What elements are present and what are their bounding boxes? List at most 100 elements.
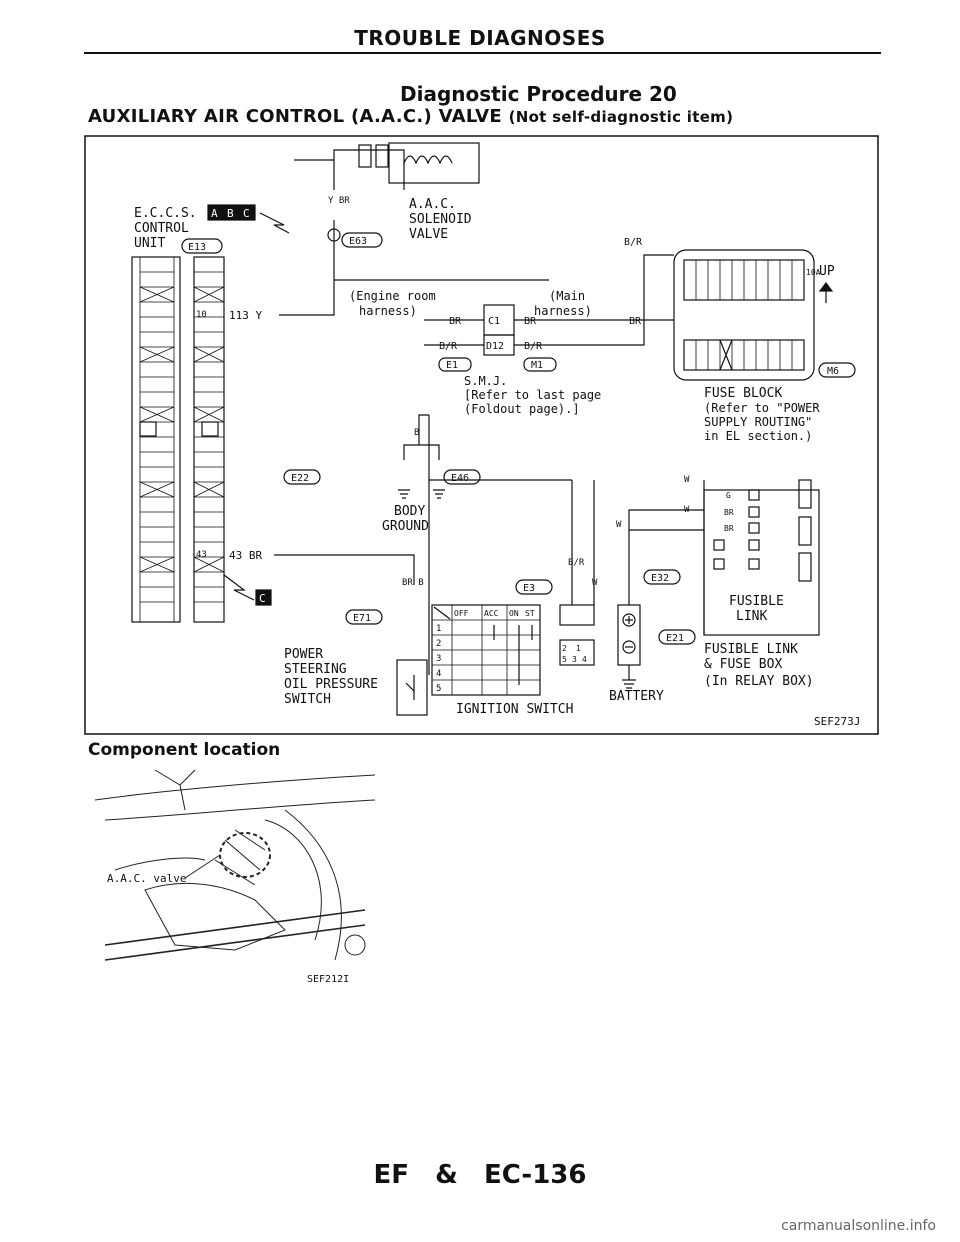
fuse-10a: 10A: [806, 268, 821, 277]
fuse-block-outline: [673, 249, 815, 381]
e1-label: E1: [446, 360, 458, 371]
fusible-slot-5: [748, 539, 760, 551]
eccs-strip-grid: [139, 257, 225, 622]
ign-h-off: OFF: [454, 609, 469, 618]
ignition-connector: [559, 604, 595, 626]
e3-oval: [515, 579, 553, 595]
fusible-br-2: BR: [724, 524, 734, 533]
fusible-5: (In RELAY BOX): [704, 674, 814, 689]
footer-part-1: EF: [373, 1160, 410, 1190]
fusible-slot-7: [748, 558, 760, 570]
ignition-pinbox: [559, 639, 595, 666]
fuse-wire-br-r: B/R: [624, 237, 643, 248]
m1-label: M1: [531, 360, 543, 371]
wire-br-1: BR: [449, 316, 462, 327]
sketch-intake-pipe: [264, 809, 342, 961]
ground-wire: [403, 414, 440, 675]
c1-label: C1: [488, 316, 500, 327]
eccs-connector-oval: [181, 238, 223, 254]
smj-1: S.M.J.: [464, 374, 507, 388]
component-location-title: Component location: [88, 740, 281, 760]
subtitle-main: AUXILIARY AIR CONTROL (A.A.C.) VALVE: [88, 106, 502, 127]
wire-43: [274, 554, 415, 585]
diagram-code: SEF273J: [814, 715, 860, 728]
fusible-g: G: [726, 491, 731, 500]
wire-113: [279, 220, 549, 316]
wire-br-r-1: B/R: [439, 341, 458, 352]
ps-wire-label: BR B: [402, 578, 424, 588]
battery-plus-icon: [622, 613, 636, 627]
sketch-bracket: [154, 769, 196, 811]
battery-wires: [628, 509, 704, 605]
up-arrow-icon: [818, 282, 834, 303]
sketch-cowl-line: [104, 799, 376, 821]
ground-2: GROUND: [382, 519, 429, 534]
aac-connector-oval: [341, 232, 383, 248]
valve-label: A.A.C. valve: [107, 872, 186, 885]
fuse-block-3: SUPPLY ROUTING": [704, 415, 812, 429]
fuse-block-2: (Refer to "POWER: [704, 401, 820, 415]
m6-label: M6: [827, 366, 839, 377]
aac-wire: [294, 149, 405, 190]
diagram-frame: [84, 135, 879, 735]
fusible-wire-w2: W: [684, 505, 690, 515]
ign-pin-b: 1: [576, 644, 581, 653]
fusible-tall-3: [798, 552, 812, 582]
footer-part-2: EC-136: [483, 1160, 587, 1190]
e21-label: E21: [666, 633, 684, 644]
e22-oval: [283, 469, 321, 485]
ground-1: BODY: [394, 504, 425, 519]
page-footer: EF & EC-136: [0, 1160, 960, 1190]
sketch-hood-line: [94, 774, 376, 801]
e1-oval: [438, 357, 472, 372]
aac-coil-box: [388, 142, 480, 184]
ground-wire-b: B: [414, 428, 419, 438]
fuse-slots-top: [695, 260, 793, 300]
wire-br-r-2: B/R: [524, 341, 543, 352]
ps-4: SWITCH: [284, 692, 331, 707]
e22-label: E22: [291, 473, 309, 484]
eccs-label-1: E.C.C.S.: [134, 206, 197, 221]
wire-br-2: BR: [524, 316, 537, 327]
ign-h-acc: ACC: [484, 609, 499, 618]
sketch-engine-block: [144, 883, 286, 951]
fusible-link-box: W W G BR BR FUSIBLE LINK FUSIBLE LINK & …: [684, 475, 820, 689]
ign-pin-e: 4: [582, 655, 587, 664]
aac-label-1: A.A.C.: [409, 197, 456, 212]
fuse-block-4: in EL section.): [704, 429, 812, 443]
ign-h-st: ST: [525, 609, 535, 618]
section-header: TROUBLE DIAGNOSES: [354, 26, 606, 50]
ign-pin-c: 5: [562, 655, 567, 664]
fusible-slot-2: [748, 506, 760, 518]
ignition-switch: OFF ACC ON ST 1 2 3 4 5 E3 2 1 5 3 4 IGN…: [429, 479, 598, 717]
sketch-hoses: [214, 829, 266, 886]
fusible-tall-2: [798, 516, 812, 546]
e71-label: E71: [353, 613, 371, 624]
fuse-wire-br: BR: [629, 316, 642, 327]
eccs-tag-b-text: B: [227, 207, 234, 220]
fusible-tall-1: [798, 479, 812, 509]
pin-43-label: 43: [196, 550, 207, 560]
eccs-label-3: UNIT: [134, 236, 165, 251]
ign-wire-br-r: B/R: [568, 558, 585, 568]
harness-engine-1: (Engine room: [349, 289, 436, 303]
valve-pointer: [184, 854, 221, 879]
ign-wire-w: W: [592, 578, 598, 588]
component-location-image: A.A.C. valve SEF212I: [94, 769, 376, 985]
fusible-3: FUSIBLE LINK: [704, 642, 798, 657]
fusible-slot-6: [713, 558, 725, 570]
pin-10-label: 10: [196, 310, 207, 320]
aac-connector: E63: [349, 236, 367, 247]
eccs-tag-a-text: A: [211, 207, 218, 220]
ignition-grid: [432, 605, 540, 695]
fusible-slot-3: [748, 522, 760, 534]
tag-c-box-text: C: [259, 592, 266, 605]
tag-c-box: [255, 589, 272, 606]
ign-r2: 2: [436, 639, 441, 649]
source-credit: carmanualsonline.info: [781, 1218, 936, 1234]
fusible-wire-w1: W: [684, 475, 690, 485]
smj-2: [Refer to last page: [464, 388, 601, 402]
eccs-tag-b-strip: [139, 421, 157, 437]
fuse-cross: [719, 339, 733, 371]
aac-coil-symbol: [403, 155, 453, 165]
